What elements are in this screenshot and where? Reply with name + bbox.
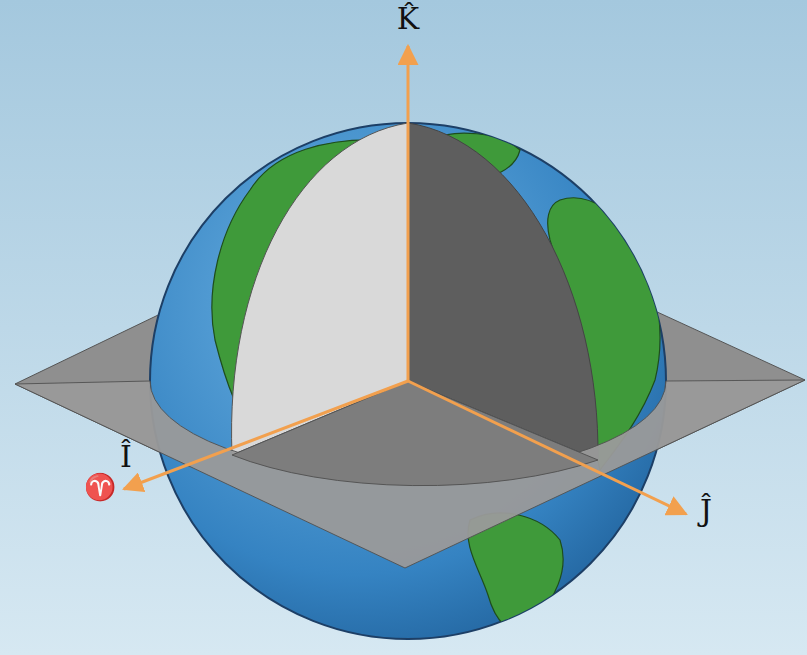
- k-axis: [407, 46, 410, 381]
- j-axis: [408, 381, 686, 514]
- cutaway-floor: [232, 381, 598, 486]
- axis-label: Ĵ: [700, 496, 712, 526]
- vernal-equinox-symbol: ♈: [84, 474, 116, 500]
- axis-label: K̂: [397, 4, 419, 34]
- i-axis: [124, 381, 408, 489]
- axes: [124, 46, 686, 514]
- axis-label: Î: [120, 442, 132, 472]
- equatorial-plane-front: [15, 380, 805, 568]
